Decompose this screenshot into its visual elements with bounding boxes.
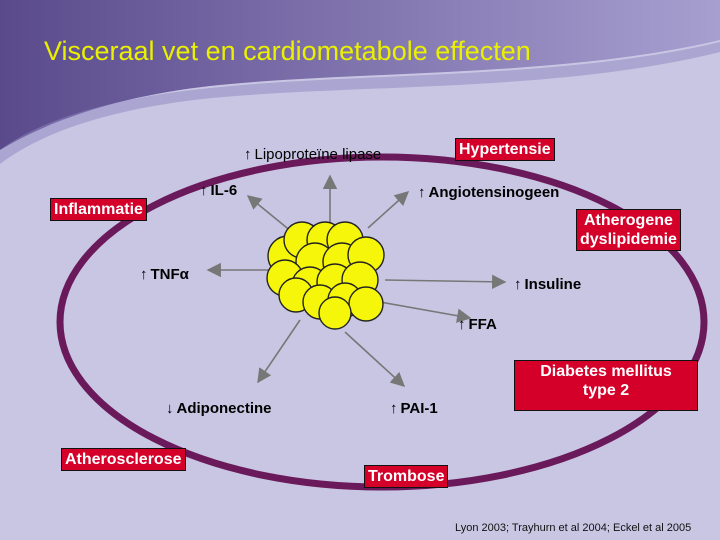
label-pai1: ↑PAI-1 [390,400,438,417]
citation: Lyon 2003; Trayhurn et al 2004; Eckel et… [455,522,692,534]
metabolic-ring [56,153,708,491]
label-insuline: ↑Insuline [514,276,582,293]
box-trombose: Trombose [364,465,449,488]
arrows [206,174,507,387]
box-atherogene-dyslipidemie: Atherogene dyslipidemie [576,209,681,251]
up-arrow-icon: ↑ [140,266,148,283]
label-ffa: ↑FFA [458,316,497,333]
down-arrow-icon: ↓ [166,400,174,417]
arrow-angiotensinogeen [367,191,410,229]
box-diabetes-mellitus: Diabetes mellitus type 2 [514,360,698,411]
up-arrow-icon: ↑ [200,182,208,199]
arrow-adiponectine [257,319,301,384]
box-atherosclerose: Atherosclerose [61,448,186,471]
label-angiotensinogeen: ↑Angiotensinogeen [418,184,560,201]
fat-cell-cluster [266,221,385,330]
box-hypertensie: Hypertensie [455,138,555,161]
fat-cell [348,286,384,322]
label-adiponectine: ↓Adiponectine [166,400,272,417]
up-arrow-icon: ↑ [244,146,252,163]
label-tnf: ↑TNFα [140,266,189,283]
arrow-ffa [379,301,472,323]
box-inflammatie: Inflammatie [50,198,147,221]
up-arrow-icon: ↑ [418,184,426,201]
arrow-il6 [246,195,293,233]
arrow-insuline [384,274,507,289]
label-il6: ↑IL-6 [200,182,238,199]
slide-title: Visceraal vet en cardiometabole effecten [44,36,531,66]
up-arrow-icon: ↑ [458,316,466,333]
fat-cell [318,296,352,330]
up-arrow-icon: ↑ [514,276,522,293]
up-arrow-icon: ↑ [390,400,398,417]
arrow-pai1 [344,331,406,387]
label-lipoproteine-lipase: ↑Lipoproteïne lipase [244,146,382,163]
